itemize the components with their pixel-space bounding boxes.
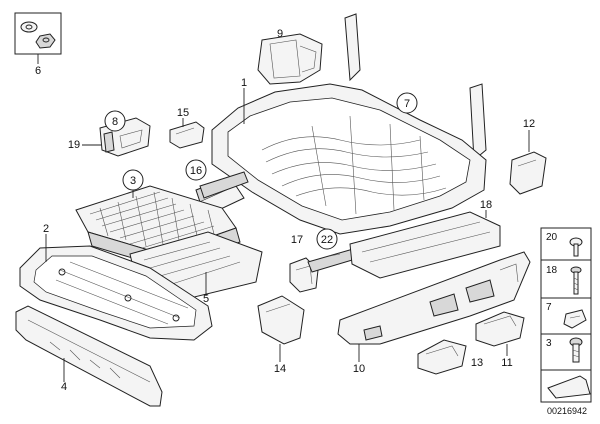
part-10-side-trim [337,251,531,345]
part-14-cover [257,295,305,345]
callout-5: 5 [203,293,209,305]
callout-1: 1 [241,77,247,89]
callout-circle-22 [316,228,338,250]
arrow-shape-icon [547,375,591,399]
clip-7-icon [563,309,587,329]
callout-4: 4 [61,381,67,393]
callout-11: 11 [501,357,512,369]
callout-6: 6 [35,65,41,77]
callout-circle-7 [396,92,418,114]
fastener-legend: 20 18 7 3 [540,227,592,403]
callout-22: 22 [321,234,333,246]
legend-18: 18 [546,265,558,276]
callout-19: 19 [68,139,80,151]
callout-2: 2 [43,223,49,235]
callout-17: 17 [291,234,303,246]
bolt-3-icon [569,337,583,363]
part-2-base-pan [19,245,213,341]
part-12-cap [509,151,547,195]
part-11-handle [475,311,525,347]
part-13-handle [417,339,467,375]
callout-circle-3 [122,169,144,191]
legend-20: 20 [546,232,558,243]
diagram-code: 00216942 [547,406,587,416]
screw-20-icon [569,237,583,257]
callout-16: 16 [190,165,202,177]
bolt-18-icon [570,266,582,295]
callout-13: 13 [471,357,483,369]
part-15-cap [169,121,205,149]
callout-3: 3 [130,175,136,187]
part-4-front-panel [15,305,163,407]
callout-9: 9 [277,28,283,40]
part-9-trim [257,33,323,85]
callout-circle-16 [185,159,207,181]
callout-15: 15 [177,107,189,119]
part-18-rail-cover [349,211,501,279]
legend-7: 7 [546,302,552,313]
part-6-nut-washer [14,12,62,55]
callout-12: 12 [523,118,535,130]
callout-14: 14 [274,363,286,375]
callout-7: 7 [404,98,410,110]
part-1-seat-frame [195,13,487,235]
legend-3: 3 [546,338,552,349]
part-16-rail [199,171,249,199]
callout-10: 10 [353,363,365,375]
callout-18: 18 [480,199,492,211]
callout-circle-8 [104,110,126,132]
callout-8: 8 [112,116,118,128]
